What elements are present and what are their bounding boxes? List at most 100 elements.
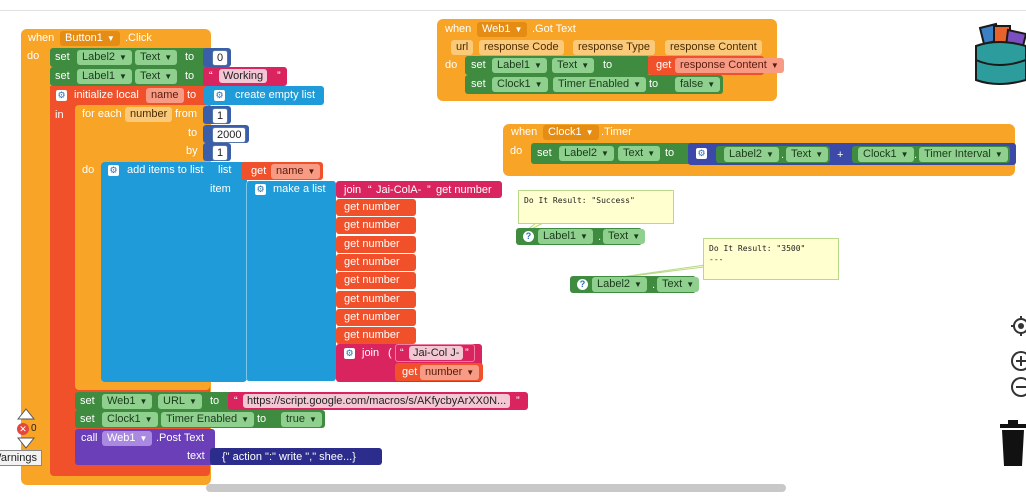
gear-icon[interactable]: ⚙ bbox=[108, 165, 119, 176]
number-value[interactable]: 0 bbox=[212, 50, 229, 66]
set-label2-timer-block[interactable]: set Label2▼ Text▼ to bbox=[531, 143, 693, 164]
get-number-block[interactable]: get number bbox=[336, 235, 416, 253]
get-number-block[interactable]: get number bbox=[336, 327, 416, 345]
quote-close: ” bbox=[427, 184, 431, 196]
gear-icon[interactable]: ⚙ bbox=[56, 90, 67, 101]
timer-interval-dropdown[interactable]: Timer Interval▼ bbox=[919, 147, 1008, 162]
url-prop-dropdown[interactable]: URL▼ bbox=[158, 394, 202, 409]
get-number-var-block[interactable]: get number▼ bbox=[395, 363, 483, 381]
set-clock1-enabled-false-block[interactable]: set Clock1▼ Timer Enabled▼ to false▼ bbox=[465, 75, 723, 94]
to-number-block[interactable]: 2000 bbox=[203, 125, 249, 143]
trash-icon[interactable] bbox=[998, 420, 1026, 466]
button1-dropdown[interactable]: Button1▼ bbox=[60, 31, 120, 46]
label1-text-getter[interactable]: ? Label1▼ . Text▼ bbox=[516, 228, 646, 245]
help-icon[interactable]: ? bbox=[523, 231, 534, 242]
call-web1-post-text-block[interactable]: call Web1▼ .Post Text text bbox=[75, 429, 215, 465]
false-dropdown[interactable]: false▼ bbox=[675, 77, 721, 92]
event-param-response-code[interactable]: response Code bbox=[479, 40, 564, 55]
from-number-block[interactable]: 1 bbox=[203, 106, 231, 124]
from-value[interactable]: 1 bbox=[212, 108, 229, 124]
event-param-response-type[interactable]: response Type bbox=[573, 40, 655, 55]
set-clock1-enabled-block[interactable]: set Clock1▼ Timer Enabled▼ to true▼ bbox=[75, 410, 325, 428]
gear-icon[interactable]: ⚙ bbox=[344, 348, 355, 359]
number-var-dropdown[interactable]: number▼ bbox=[420, 365, 480, 380]
warnings-down-arrow-icon[interactable] bbox=[16, 437, 36, 449]
warnings-toggle-button[interactable]: Warnings bbox=[0, 450, 42, 466]
web1-dropdown[interactable]: Web1▼ bbox=[102, 394, 153, 409]
url-value[interactable]: https://script.google.com/macros/s/AKfyc… bbox=[243, 394, 511, 408]
label2-dropdown[interactable]: Label2▼ bbox=[724, 147, 779, 162]
label1-dropdown[interactable]: Label1▼ bbox=[492, 58, 547, 73]
clock1-dropdown[interactable]: Clock1▼ bbox=[492, 77, 548, 92]
web1-dropdown[interactable]: Web1▼ bbox=[102, 431, 153, 446]
text-prop-dropdown[interactable]: Text▼ bbox=[657, 277, 700, 292]
label1-dropdown[interactable]: Label1▼ bbox=[538, 229, 593, 244]
number-var-field[interactable]: number bbox=[125, 107, 173, 122]
response-content-dropdown[interactable]: response Content▼ bbox=[675, 58, 784, 73]
set-label1-text-block[interactable]: set Label1▼ Text▼ to bbox=[50, 67, 208, 86]
get-number-block[interactable]: get number bbox=[336, 308, 416, 326]
help-icon[interactable]: ? bbox=[577, 279, 588, 290]
set-label2-text-block[interactable]: set Label2▼ Text▼ to bbox=[50, 48, 208, 67]
label1-dropdown[interactable]: Label1▼ bbox=[77, 69, 132, 84]
string-value[interactable]: Working bbox=[219, 69, 268, 83]
label2-text-getter-result[interactable]: ? Label2▼ . Text▼ bbox=[570, 276, 700, 293]
text-prop-dropdown[interactable]: Text▼ bbox=[135, 69, 178, 84]
horizontal-scrollbar[interactable] bbox=[206, 484, 786, 492]
warnings-up-arrow-icon[interactable] bbox=[16, 408, 36, 420]
clock1-interval-getter[interactable]: Clock1▼ . Timer Interval▼ bbox=[852, 146, 1010, 163]
add-items-to-list-block[interactable] bbox=[101, 162, 247, 382]
get-response-content-block[interactable]: get response Content▼ bbox=[648, 56, 784, 75]
json-text-value[interactable]: {" action ":" write "," shee...} bbox=[222, 451, 356, 463]
make-a-list-block[interactable] bbox=[246, 181, 336, 381]
url-string-block[interactable]: “ https://script.google.com/macros/s/AKf… bbox=[228, 392, 528, 410]
label2-text-getter[interactable]: Label2▼ . Text▼ bbox=[716, 146, 830, 163]
true-dropdown[interactable]: true▼ bbox=[281, 412, 322, 427]
by-value[interactable]: 1 bbox=[212, 145, 229, 161]
name-var-dropdown[interactable]: name▼ bbox=[271, 164, 321, 179]
to-value[interactable]: 2000 bbox=[212, 127, 247, 143]
json-text-block[interactable]: {" action ":" write "," shee...} bbox=[210, 448, 382, 465]
event-param-response-content[interactable]: response Content bbox=[665, 40, 762, 55]
clock1-dropdown[interactable]: Clock1▼ bbox=[858, 147, 914, 162]
get-number-block[interactable]: get number bbox=[336, 217, 416, 235]
text-prop-dropdown[interactable]: Text▼ bbox=[786, 147, 829, 162]
set-label1-response-block[interactable]: set Label1▼ Text▼ to bbox=[465, 56, 650, 75]
text-prop-dropdown[interactable]: Text▼ bbox=[552, 58, 595, 73]
web1-dropdown[interactable]: Web1▼ bbox=[477, 22, 528, 37]
label2-dropdown[interactable]: Label2▼ bbox=[77, 50, 132, 65]
clock1-dropdown[interactable]: Clock1▼ bbox=[102, 412, 158, 427]
get-name-block[interactable]: get name▼ bbox=[241, 162, 323, 180]
number-block[interactable]: 0 bbox=[203, 48, 231, 67]
text-prop-dropdown[interactable]: Text▼ bbox=[135, 50, 178, 65]
create-empty-list-block[interactable]: ⚙ create empty list bbox=[204, 86, 324, 105]
event-param-url[interactable]: url bbox=[451, 40, 474, 55]
set-web1-url-block[interactable]: set Web1▼ URL▼ to bbox=[75, 392, 233, 410]
join-block-first[interactable]: join “ Jai-ColA- ” get number bbox=[336, 181, 502, 198]
backpack-icon[interactable] bbox=[970, 20, 1026, 92]
label2-dropdown[interactable]: Label2▼ bbox=[559, 146, 614, 161]
get-number-block[interactable]: get number bbox=[336, 290, 416, 308]
gear-icon[interactable]: ⚙ bbox=[214, 90, 225, 101]
zoom-in-icon[interactable] bbox=[1009, 350, 1026, 372]
gear-icon[interactable]: ⚙ bbox=[696, 148, 707, 159]
label2-dropdown[interactable]: Label2▼ bbox=[592, 277, 647, 292]
recenter-icon[interactable] bbox=[1011, 316, 1026, 336]
get-number-block[interactable]: get number bbox=[336, 272, 416, 290]
text-string-block[interactable]: “ Working ” bbox=[203, 67, 287, 86]
clock1-dropdown[interactable]: Clock1▼ bbox=[543, 125, 599, 140]
get-number-block[interactable]: get number bbox=[336, 199, 416, 216]
join-string[interactable]: Jai-ColA- bbox=[376, 184, 422, 196]
text-prop-dropdown[interactable]: Text▼ bbox=[618, 146, 661, 161]
gear-icon[interactable]: ⚙ bbox=[255, 184, 266, 195]
jai-col-j-string-block[interactable]: “ Jai-Col J- ” bbox=[395, 344, 475, 362]
zoom-out-icon[interactable] bbox=[1009, 376, 1026, 398]
timer-enabled-prop-dropdown[interactable]: Timer Enabled▼ bbox=[553, 77, 647, 92]
text-prop-dropdown[interactable]: Text▼ bbox=[603, 229, 646, 244]
get-number-label[interactable]: get number bbox=[436, 184, 492, 196]
name-var-field[interactable]: name bbox=[146, 88, 184, 103]
join-string[interactable]: Jai-Col J- bbox=[409, 346, 464, 360]
timer-enabled-prop-dropdown[interactable]: Timer Enabled▼ bbox=[161, 412, 255, 427]
get-number-block[interactable]: get number bbox=[336, 253, 416, 271]
by-number-block[interactable]: 1 bbox=[203, 143, 231, 161]
